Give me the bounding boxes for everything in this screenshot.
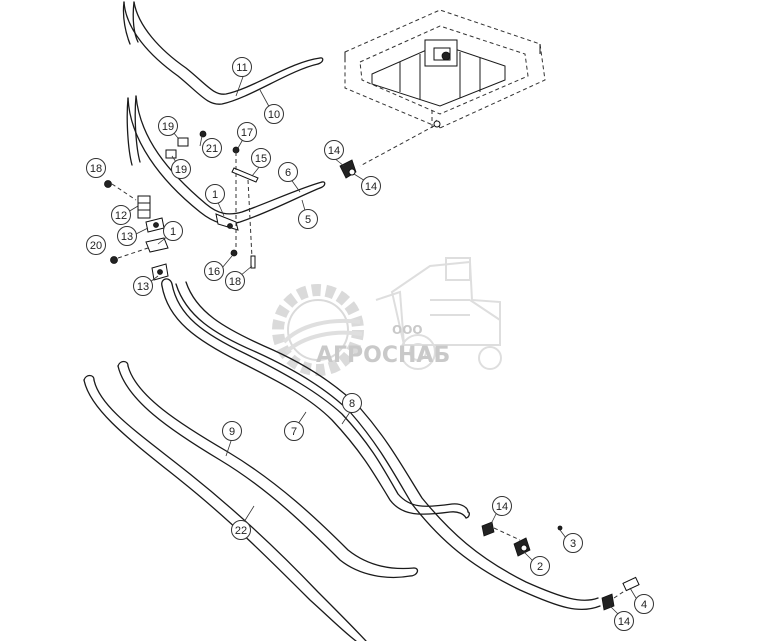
callout-14-lower: 14 <box>614 611 634 631</box>
callout-22: 22 <box>231 520 251 540</box>
hose-10-11 <box>122 1 324 105</box>
nut-16 <box>230 249 238 257</box>
hose-7-8 <box>161 278 601 611</box>
svg-text:7: 7 <box>291 426 297 438</box>
callout-9: 9 <box>222 421 242 441</box>
svg-text:2: 2 <box>537 561 543 573</box>
callout-17: 17 <box>237 122 257 142</box>
watermark-company-name: АГРОСНАБ <box>316 343 450 368</box>
clamp-13-upper <box>145 217 165 233</box>
callout-14-upper-a: 14 <box>324 140 344 160</box>
callout-1-lower: 1 <box>163 221 183 241</box>
svg-text:1: 1 <box>212 189 218 201</box>
bolt-18-upper <box>104 180 137 201</box>
callout-5: 5 <box>298 209 318 229</box>
connection-line <box>359 125 435 167</box>
clamp-12 <box>137 195 151 219</box>
svg-text:9: 9 <box>229 426 235 438</box>
callout-21: 21 <box>202 138 222 158</box>
svg-text:10: 10 <box>268 109 280 121</box>
fitting-14-upper <box>339 159 357 179</box>
svg-text:13: 13 <box>137 281 149 293</box>
svg-text:14: 14 <box>618 616 630 628</box>
svg-text:16: 16 <box>208 266 220 278</box>
hose-9-22 <box>83 360 419 641</box>
callout-12: 12 <box>111 205 131 225</box>
svg-text:17: 17 <box>241 127 253 139</box>
callout-8: 8 <box>342 393 362 413</box>
screw-3 <box>557 525 563 531</box>
svg-text:19: 19 <box>175 164 187 176</box>
svg-text:6: 6 <box>285 167 291 179</box>
clamp-13-lower <box>151 263 169 281</box>
svg-text:15: 15 <box>255 153 267 165</box>
gear-logo-icon <box>272 284 364 376</box>
callout-19-upper: 19 <box>158 116 178 136</box>
svg-text:5: 5 <box>305 214 311 226</box>
bolt-20 <box>110 247 149 264</box>
clamp-1-upper <box>215 213 239 231</box>
fitting-19-21 <box>165 130 207 159</box>
callout-2: 2 <box>530 556 550 576</box>
svg-text:19: 19 <box>162 121 174 133</box>
fitting-14-lower <box>601 589 627 611</box>
callout-18-lower: 18 <box>225 271 245 291</box>
radiator-frame-assembly <box>344 9 546 129</box>
callout-11: 11 <box>232 57 252 77</box>
callout-19-lower: 19 <box>171 159 191 179</box>
callout-20: 20 <box>86 235 106 255</box>
callout-group: 11 10 19 21 19 17 15 6 14 14 18 <box>86 57 654 631</box>
svg-text:14: 14 <box>328 145 340 157</box>
combine-harvester-logo-icon <box>375 257 502 370</box>
svg-text:11: 11 <box>236 62 247 74</box>
svg-text:18: 18 <box>229 276 241 288</box>
clamp-1-lower <box>145 237 169 253</box>
callout-13-lower: 13 <box>133 276 153 296</box>
hose-5-6 <box>126 95 326 225</box>
callout-14-mid: 14 <box>492 496 512 516</box>
callout-1-upper: 1 <box>205 184 225 204</box>
callout-7: 7 <box>284 421 304 441</box>
callout-10: 10 <box>264 104 284 124</box>
svg-text:3: 3 <box>570 538 576 550</box>
callout-6: 6 <box>278 162 298 182</box>
adapter-2 <box>513 537 531 557</box>
svg-text:20: 20 <box>90 240 102 252</box>
svg-text:8: 8 <box>349 398 355 410</box>
svg-text:14: 14 <box>365 181 377 193</box>
callout-3: 3 <box>563 533 583 553</box>
adapter-4 <box>622 576 640 592</box>
svg-text:12: 12 <box>115 210 127 222</box>
watermark-prefix: ООО <box>392 323 423 337</box>
agrosnab-watermark: ООО АГРОСНАБ <box>272 257 502 376</box>
svg-text:1: 1 <box>170 226 176 238</box>
callout-4: 4 <box>634 594 654 614</box>
bracket-15 <box>231 167 259 259</box>
callout-18-upper: 18 <box>86 158 106 178</box>
callout-14-upper-b: 14 <box>361 176 381 196</box>
svg-text:13: 13 <box>121 231 133 243</box>
svg-text:4: 4 <box>641 599 647 611</box>
fitting-14-mid <box>481 521 521 541</box>
callout-15: 15 <box>251 148 271 168</box>
bolt-18-lower <box>250 255 256 269</box>
bolt-17 <box>232 146 240 248</box>
svg-text:14: 14 <box>496 501 508 513</box>
svg-text:22: 22 <box>235 525 247 537</box>
svg-text:21: 21 <box>206 143 218 155</box>
callout-16: 16 <box>204 261 224 281</box>
svg-text:18: 18 <box>90 163 102 175</box>
callout-13-upper: 13 <box>117 226 137 246</box>
